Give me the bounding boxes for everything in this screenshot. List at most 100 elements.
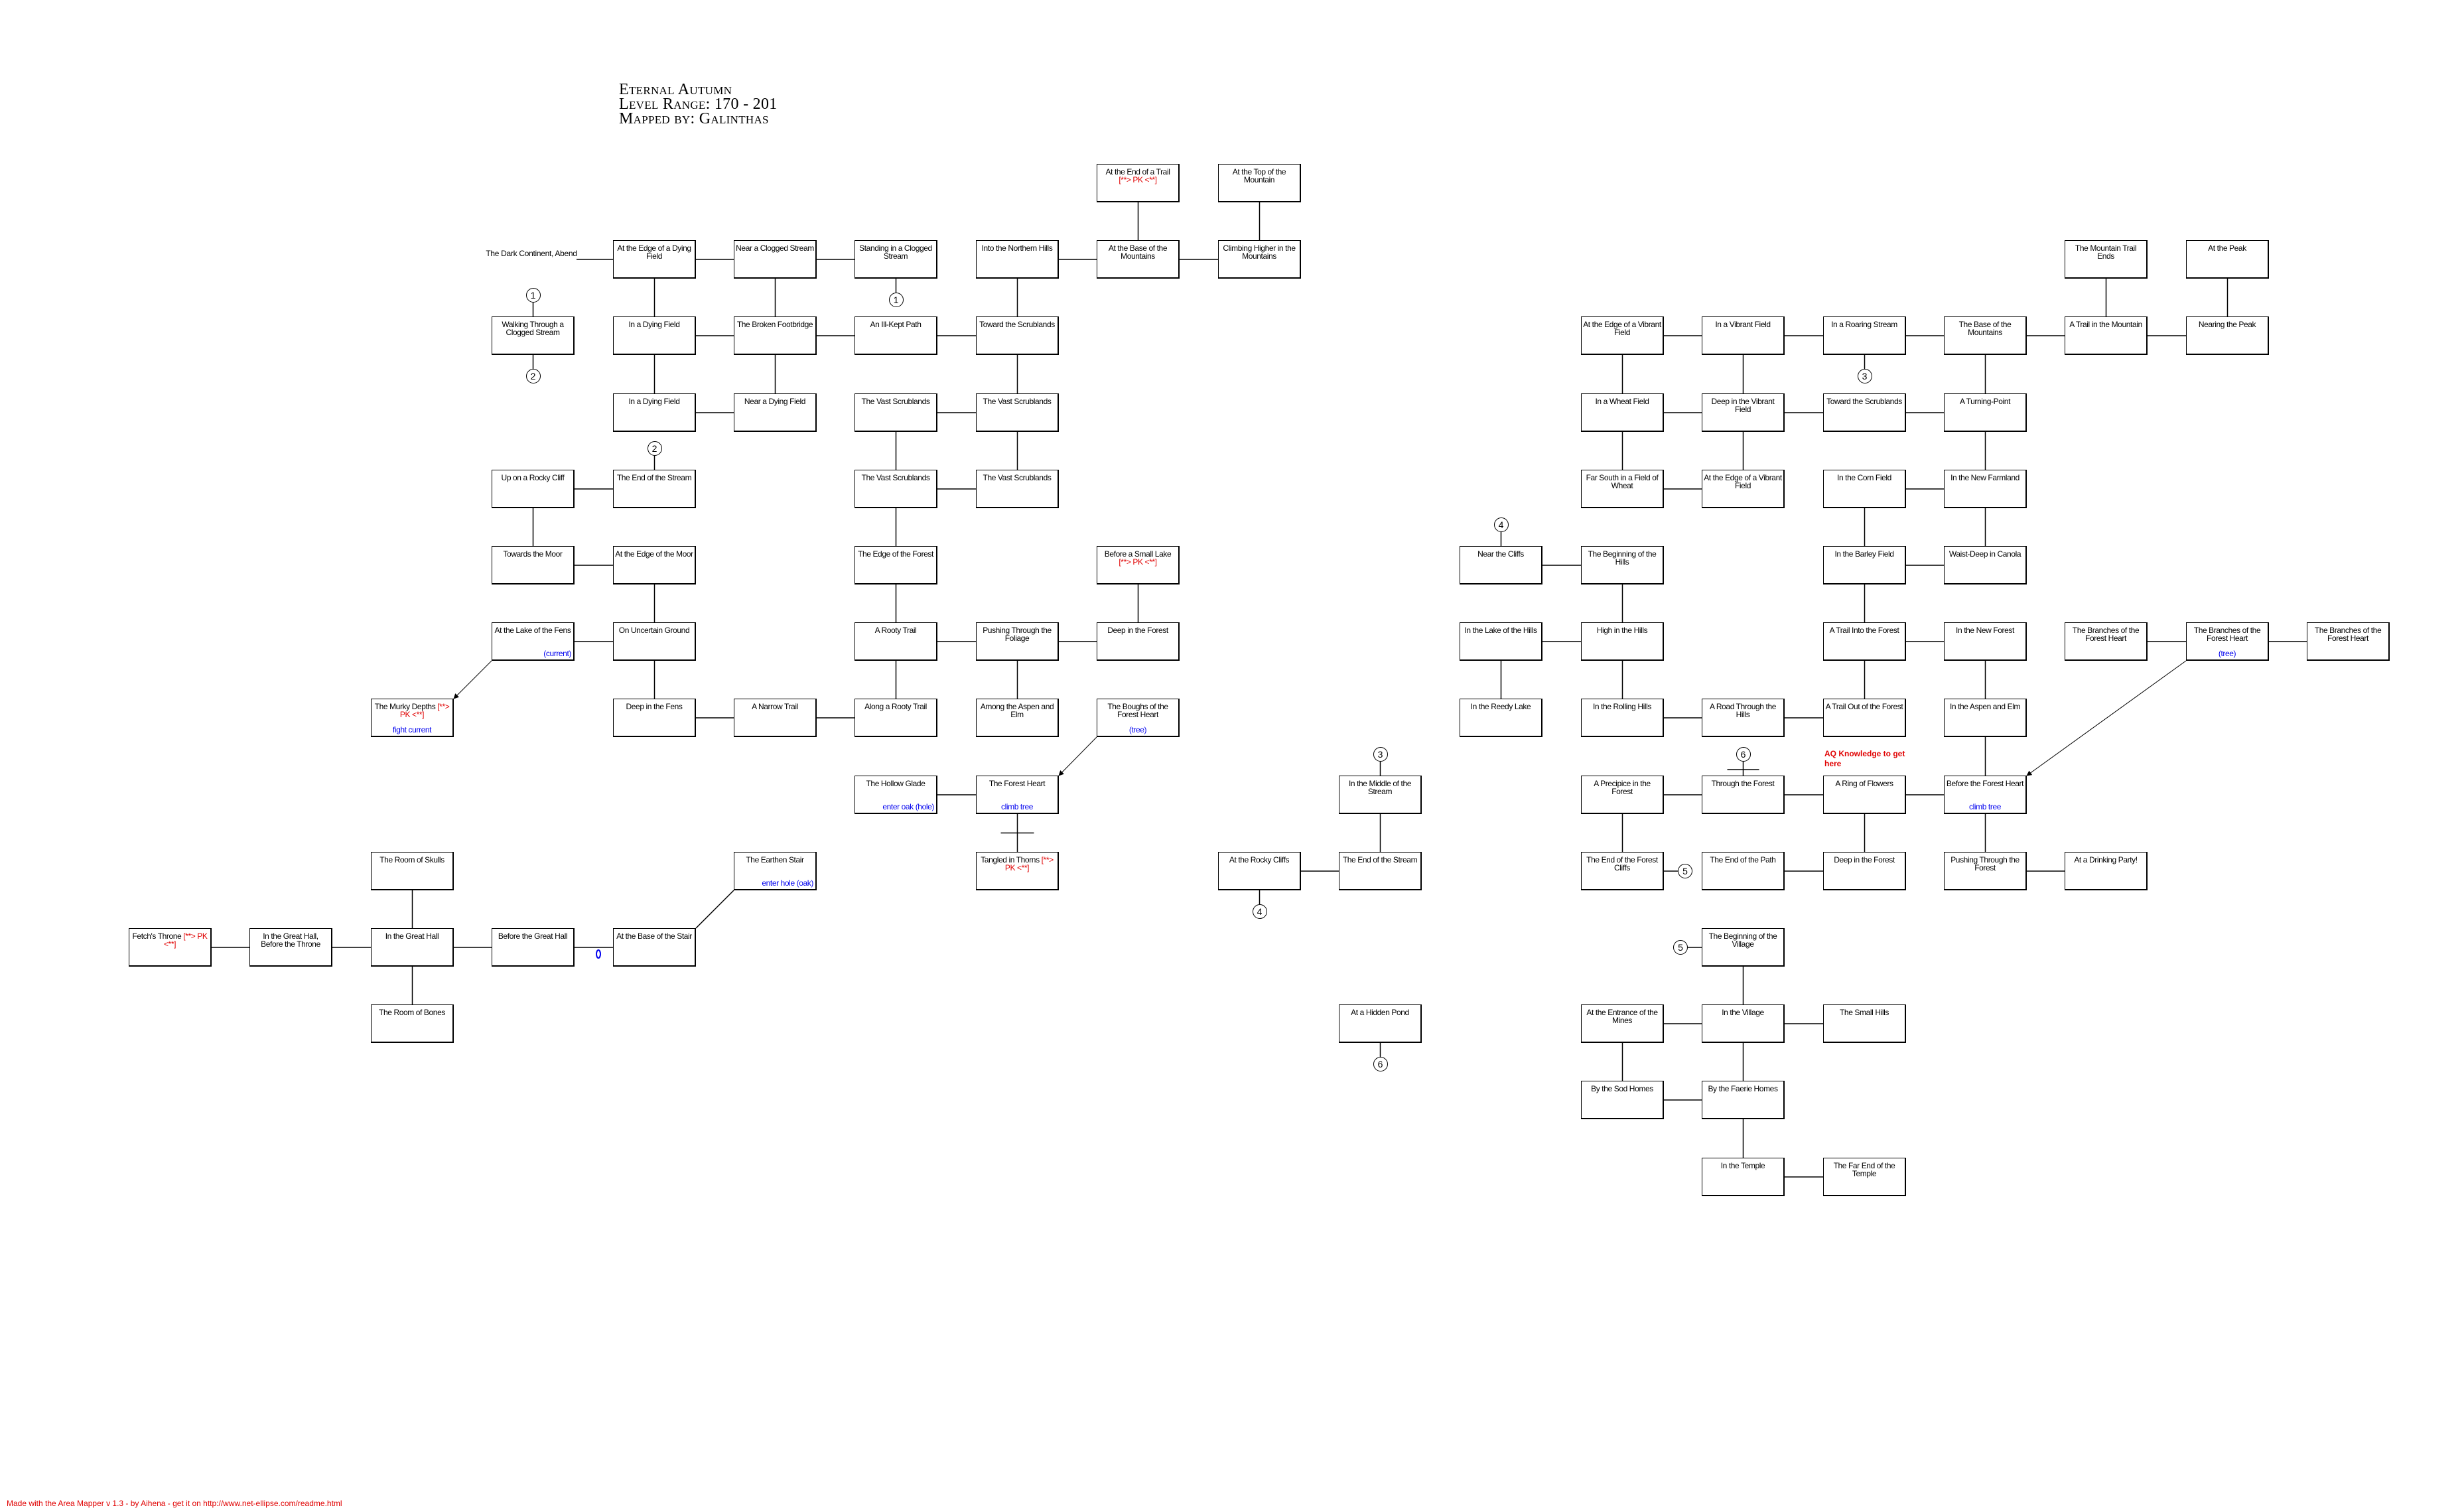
room-edge-moor[interactable]: At the Edge of the Moor <box>613 546 696 584</box>
room-dying1[interactable]: In a Dying Field <box>613 316 696 355</box>
connector-marker[interactable]: 3 <box>1857 369 1872 383</box>
room-uncertain[interactable]: On Uncertain Ground <box>613 622 696 661</box>
room-end-stream2[interactable]: The End of the Stream <box>1339 852 1422 890</box>
room-precipice[interactable]: A Precipice in the Forest <box>1581 776 1664 814</box>
room-barley[interactable]: In the Barley Field <box>1823 546 1906 584</box>
room-beginning-hills[interactable]: The Beginning of the Hills <box>1581 546 1664 584</box>
room-deep-vibrant[interactable]: Deep in the Vibrant Field <box>1702 393 1785 432</box>
connector-marker[interactable]: 1 <box>888 293 904 307</box>
room-toward-scrub[interactable]: Toward the Scrublands <box>976 316 1059 355</box>
room-end-stream1[interactable]: The End of the Stream <box>613 470 696 508</box>
room-vast2[interactable]: The Vast Scrublands <box>976 393 1059 432</box>
room-northern-hills[interactable]: Into the Northern Hills <box>976 240 1059 279</box>
room-ring-flowers[interactable]: A Ring of Flowers <box>1823 776 1906 814</box>
connector-marker[interactable]: 2 <box>647 441 662 456</box>
room-corn[interactable]: In the Corn Field <box>1823 470 1906 508</box>
room-aspen1[interactable]: Among the Aspen and Elm <box>976 699 1059 737</box>
room-trail-into[interactable]: A Trail Into the Forest <box>1823 622 1906 661</box>
room-new-forest[interactable]: In the New Forest <box>1944 622 2027 661</box>
room-sod-homes[interactable]: By the Sod Homes <box>1581 1081 1664 1119</box>
room-vibrant[interactable]: In a Vibrant Field <box>1702 316 1785 355</box>
room-pushing-foliage[interactable]: Pushing Through the Foliage <box>976 622 1059 661</box>
room-edge-forest[interactable]: The Edge of the Forest <box>855 546 937 584</box>
room-turning[interactable]: A Turning-Point <box>1944 393 2027 432</box>
room-lake-fens[interactable]: At the Lake of the Fens(current) <box>492 622 575 661</box>
room-branches1[interactable]: The Branches of the Forest Heart <box>2065 622 2148 661</box>
room-village[interactable]: In the Village <box>1702 1004 1785 1043</box>
room-roaring[interactable]: In a Roaring Stream <box>1823 316 1906 355</box>
room-beginning-village[interactable]: The Beginning of the Village <box>1702 928 1785 967</box>
room-vast1[interactable]: The Vast Scrublands <box>855 393 937 432</box>
room-along-rooty[interactable]: Along a Rooty Trail <box>855 699 937 737</box>
room-edge-dying[interactable]: At the Edge of a Dying Field <box>613 240 696 279</box>
room-near-clogged[interactable]: Near a Clogged Stream <box>734 240 817 279</box>
room-trail-out[interactable]: A Trail Out of the Forest <box>1823 699 1906 737</box>
room-branches2[interactable]: The Branches of the Forest Heart(tree) <box>2186 622 2269 661</box>
room-room-bones[interactable]: The Room of Bones <box>371 1004 454 1043</box>
room-temple[interactable]: In the Temple <box>1702 1158 1785 1196</box>
connector-marker[interactable]: 5 <box>1673 940 1688 955</box>
room-rooty-trail[interactable]: A Rooty Trail <box>855 622 937 661</box>
room-reedy-lake[interactable]: In the Reedy Lake <box>1460 699 1542 737</box>
room-rolling-hills[interactable]: In the Rolling Hills <box>1581 699 1664 737</box>
room-far-temple[interactable]: The Far End of the Temple <box>1823 1158 1906 1196</box>
room-end-trail[interactable]: At the End of a Trail [**> PK <**] <box>1097 164 1180 202</box>
connector-marker[interactable]: 5 <box>1678 864 1692 878</box>
room-room-skulls[interactable]: The Room of Skulls <box>371 852 454 890</box>
room-middle-stream[interactable]: In the Middle of the Stream <box>1339 776 1422 814</box>
room-great-hall[interactable]: In the Great Hall <box>371 928 454 967</box>
room-dying2[interactable]: In a Dying Field <box>613 393 696 432</box>
room-new-farmland[interactable]: In the New Farmland <box>1944 470 2027 508</box>
room-murky[interactable]: The Murky Depths [**> PK <**]fight curre… <box>371 699 454 737</box>
room-rocky-cliff[interactable]: Up on a Rocky Cliff <box>492 470 575 508</box>
room-walking-clogged[interactable]: Walking Through a Clogged Stream <box>492 316 575 355</box>
room-end-path[interactable]: The End of the Path <box>1702 852 1785 890</box>
connector-marker[interactable]: 4 <box>1252 904 1267 919</box>
room-thorns[interactable]: Tangled in Thorns [**> PK <**] <box>976 852 1059 890</box>
room-edge-vibrant2[interactable]: At the Edge of a Vibrant Field <box>1702 470 1785 508</box>
room-end-cliffs[interactable]: The End of the Forest Cliffs <box>1581 852 1664 890</box>
room-vast3[interactable]: The Vast Scrublands <box>855 470 937 508</box>
room-vast4[interactable]: The Vast Scrublands <box>976 470 1059 508</box>
room-before-hall[interactable]: Before the Great Hall <box>492 928 575 967</box>
room-deep-fens[interactable]: Deep in the Fens <box>613 699 696 737</box>
room-near-cliffs[interactable]: Near the Cliffs <box>1460 546 1542 584</box>
room-small-lake[interactable]: Before a Small Lake [**> PK <**] <box>1097 546 1180 584</box>
room-high-hills[interactable]: High in the Hills <box>1581 622 1664 661</box>
room-through-forest[interactable]: Through the Forest <box>1702 776 1785 814</box>
room-road-hills[interactable]: A Road Through the Hills <box>1702 699 1785 737</box>
connector-marker[interactable]: 2 <box>525 369 541 383</box>
room-toward-scrub2[interactable]: Toward the Scrublands <box>1823 393 1906 432</box>
connector-marker[interactable]: 6 <box>1373 1057 1388 1071</box>
room-standing-clogged[interactable]: Standing in a Clogged Stream <box>855 240 937 279</box>
room-branches3[interactable]: The Branches of the Forest Heart <box>2307 622 2390 661</box>
room-towards-moor[interactable]: Towards the Moor <box>492 546 575 584</box>
room-rocky-cliffs[interactable]: At the Rocky Cliffs <box>1218 852 1301 890</box>
room-near-dying[interactable]: Near a Dying Field <box>734 393 817 432</box>
room-base-stair[interactable]: At the Base of the Stair <box>613 928 696 967</box>
room-faerie-homes[interactable]: By the Faerie Homes <box>1702 1081 1785 1119</box>
room-hidden-pond[interactable]: At a Hidden Pond <box>1339 1004 1422 1043</box>
room-base-mountains2[interactable]: The Base of the Mountains <box>1944 316 2027 355</box>
room-wheat[interactable]: In a Wheat Field <box>1581 393 1664 432</box>
room-climbing-higher[interactable]: Climbing Higher in the Mountains <box>1218 240 1301 279</box>
room-boughs[interactable]: The Boughs of the Forest Heart(tree) <box>1097 699 1180 737</box>
connector-marker[interactable]: 4 <box>1493 517 1509 532</box>
room-edge-vibrant1[interactable]: At the Edge of a Vibrant Field <box>1581 316 1664 355</box>
room-trail-ends[interactable]: The Mountain Trail Ends <box>2065 240 2148 279</box>
room-small-hills[interactable]: The Small Hills <box>1823 1004 1906 1043</box>
room-peak[interactable]: At the Peak <box>2186 240 2269 279</box>
room-deep-forest1[interactable]: Deep in the Forest <box>1097 622 1180 661</box>
connector-marker[interactable]: 6 <box>1736 747 1751 762</box>
room-deep-forest2[interactable]: Deep in the Forest <box>1823 852 1906 890</box>
room-drinking[interactable]: At a Drinking Party! <box>2065 852 2148 890</box>
room-entrance-mines[interactable]: At the Entrance of the Mines <box>1581 1004 1664 1043</box>
room-fetch-throne[interactable]: Fetch's Throne [**> PK <**] <box>129 928 212 967</box>
room-narrow-trail[interactable]: A Narrow Trail <box>734 699 817 737</box>
room-nearing-peak[interactable]: Nearing the Peak <box>2186 316 2269 355</box>
room-canola[interactable]: Waist-Deep in Canola <box>1944 546 2027 584</box>
